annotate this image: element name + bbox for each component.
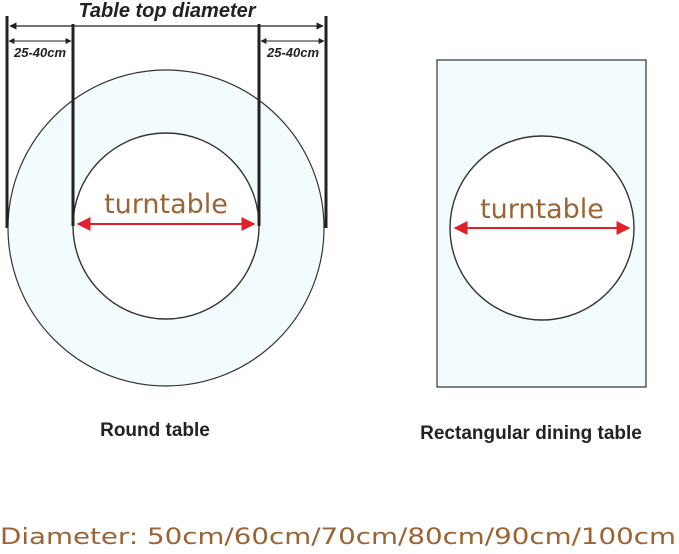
round-table-caption: Round table: [100, 420, 210, 441]
right-overhang-label: 25-40cm: [266, 45, 319, 60]
rect-turntable-label: turntable: [480, 194, 604, 225]
left-overhang-label: 25-40cm: [13, 45, 66, 60]
table-top-diameter-label: Table top diameter: [78, 0, 256, 22]
diameter-options: Diameter: 50cm/60cm/70cm/80cm/90cm/100cm: [0, 525, 676, 550]
title-backdrop: [62, 0, 272, 24]
rect-table-caption: Rectangular dining table: [420, 423, 642, 444]
round-turntable: [72, 132, 260, 320]
round-turntable-label: turntable: [104, 189, 228, 220]
